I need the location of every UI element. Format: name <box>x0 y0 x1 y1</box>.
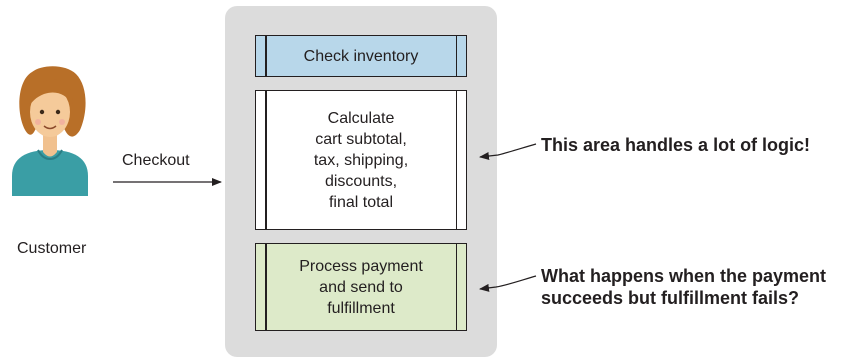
fulfillment-failure-callout: What happens when the payment succeeds b… <box>541 266 827 308</box>
callout-1-pointer <box>479 143 537 160</box>
callout-2-pointer <box>479 275 537 292</box>
customer-label: Customer <box>17 240 87 257</box>
calculate-totals-text: Calculate cart subtotal, tax, shipping, … <box>313 109 409 211</box>
customer-icon <box>12 66 88 196</box>
calculate-totals-box: Calculate cart subtotal, tax, shipping, … <box>255 90 467 230</box>
logic-callout: This area handles a lot of logic! <box>541 135 811 155</box>
process-payment-box: Process payment and send to fulfillment <box>255 243 467 331</box>
check-inventory-text: Check inventory <box>303 47 419 65</box>
checkout-label: Checkout <box>122 152 190 169</box>
process-payment-text: Process payment and send to fulfillment <box>299 257 423 317</box>
check-inventory-box: Check inventory <box>255 35 467 77</box>
